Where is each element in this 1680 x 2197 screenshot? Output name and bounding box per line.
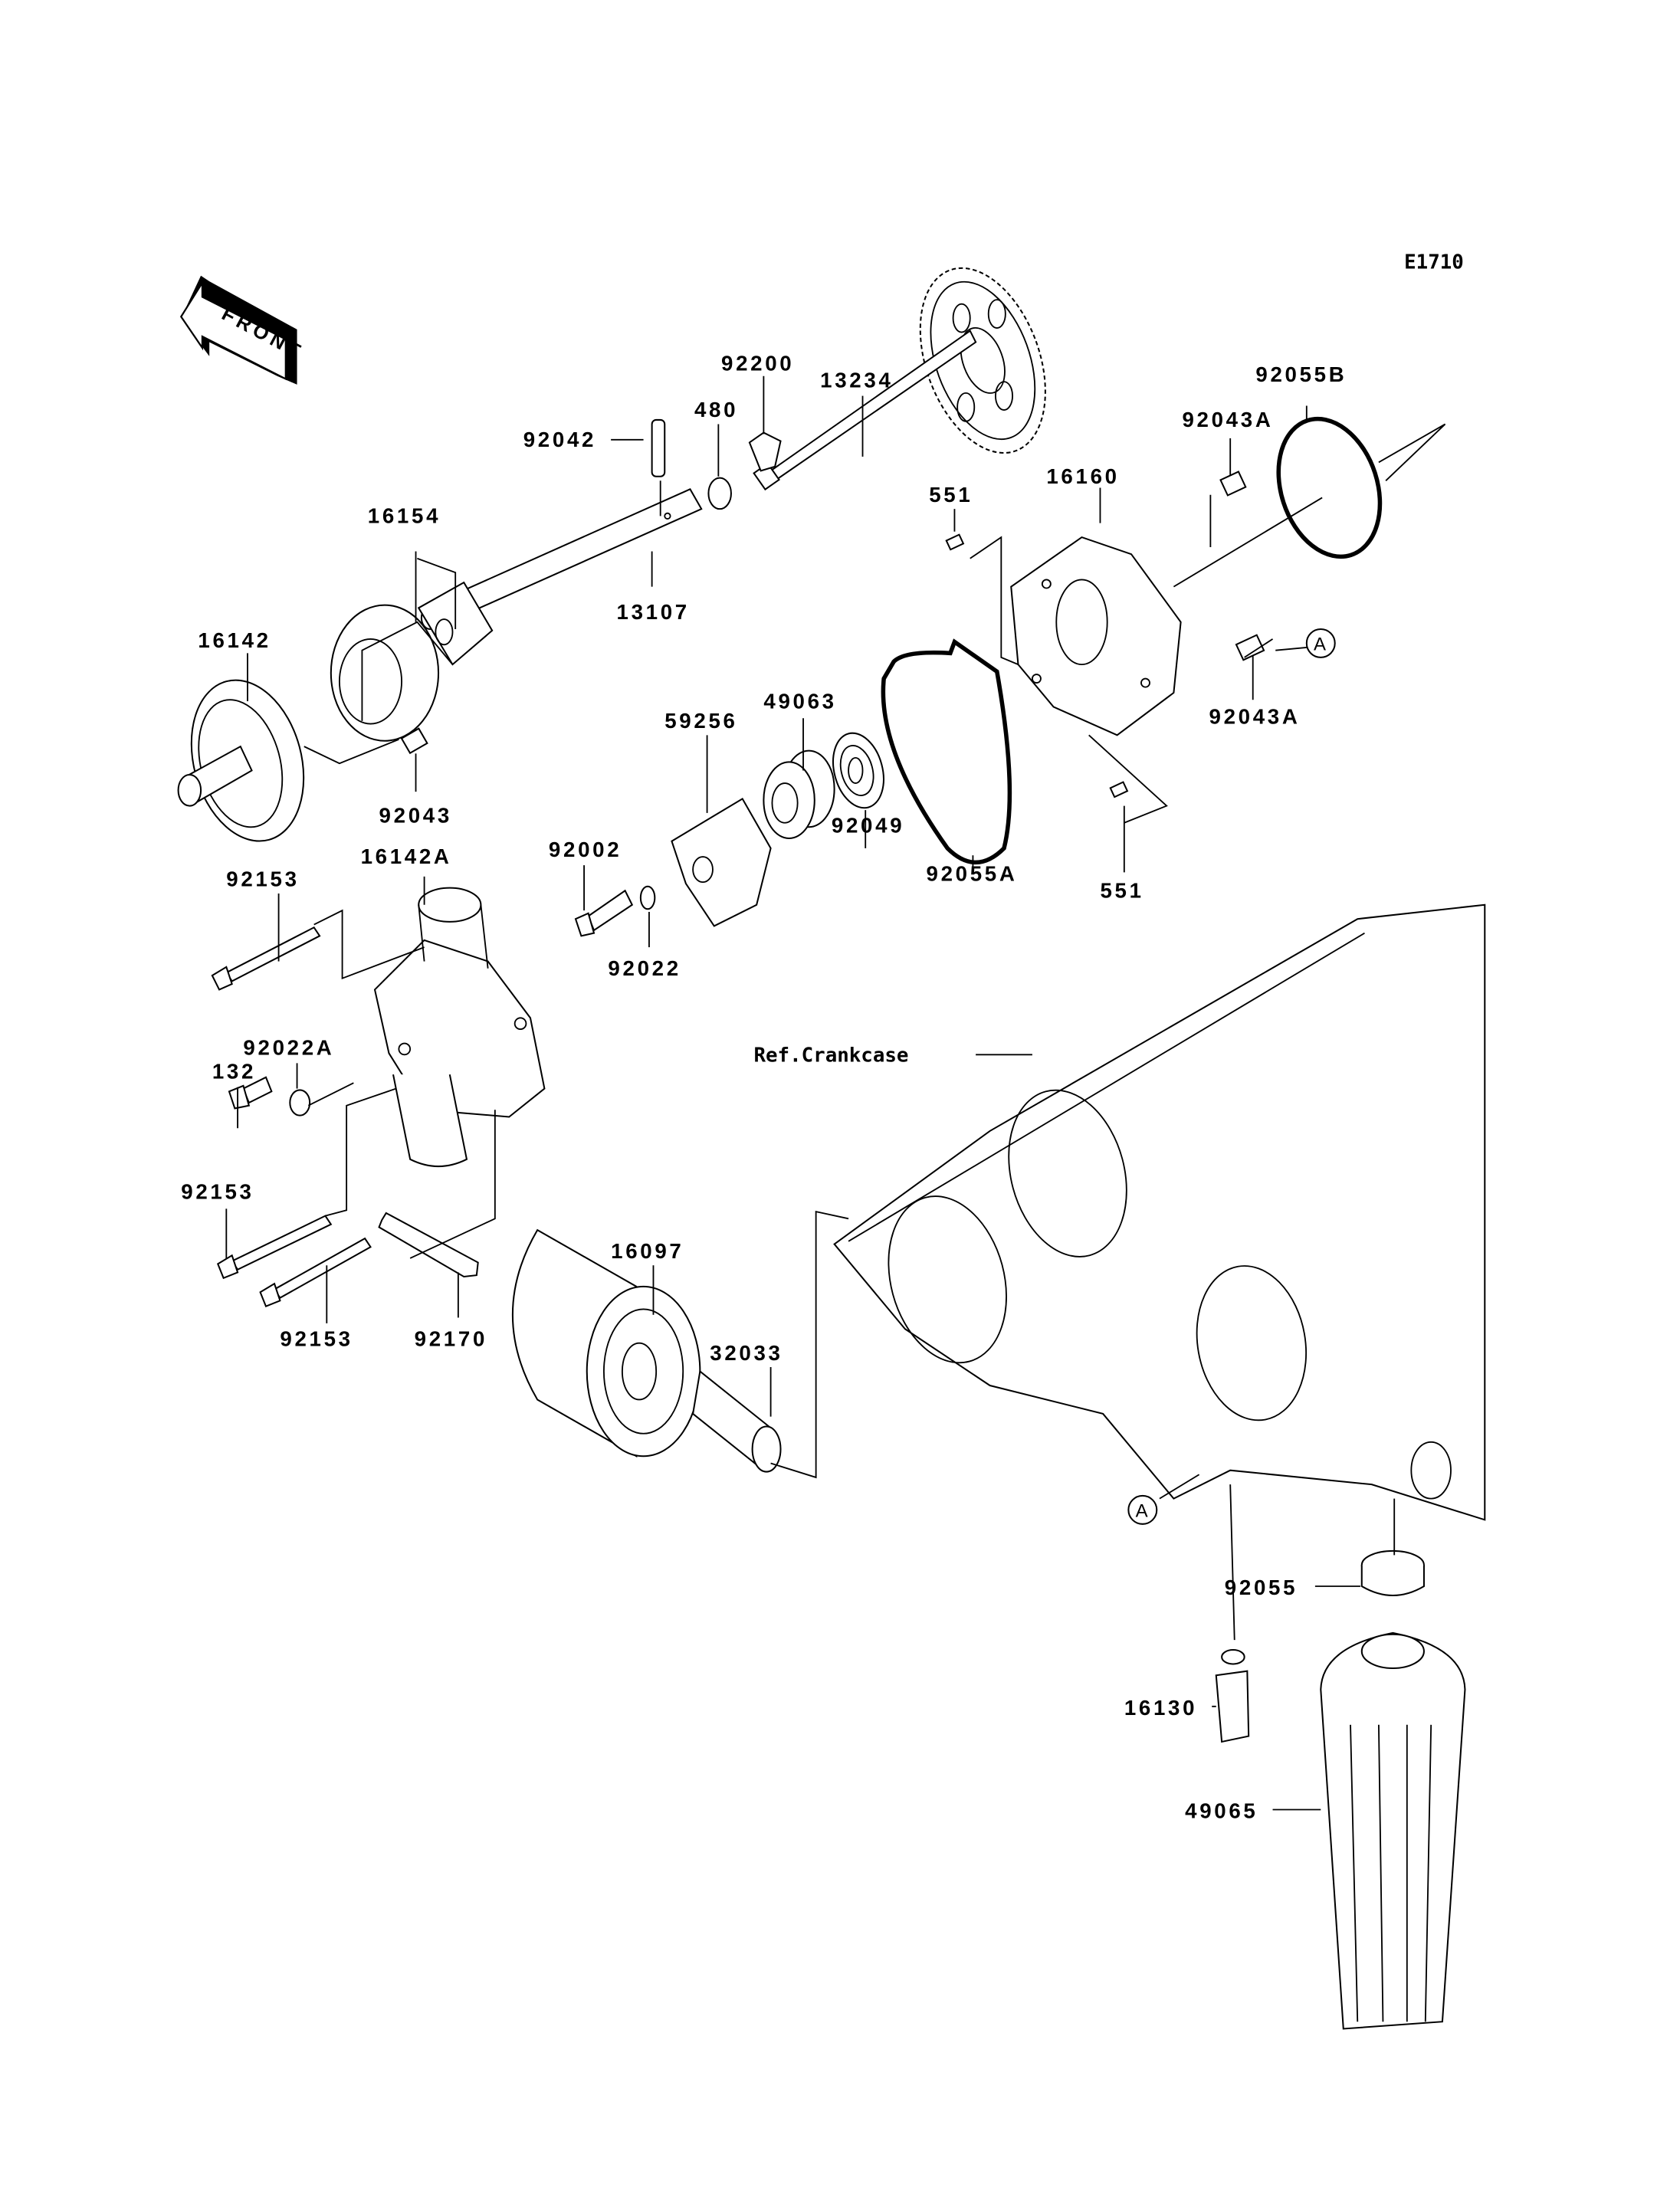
part-label-92042: 92042 bbox=[523, 428, 596, 451]
dowel-92043a-bottom bbox=[1235, 634, 1265, 661]
impeller-59256 bbox=[671, 797, 772, 927]
part-label-92055a: 92055A bbox=[927, 861, 1018, 885]
dowel-92043a-top bbox=[1219, 471, 1247, 497]
part-label-480: 480 bbox=[694, 398, 738, 421]
plug-92055 bbox=[1360, 1549, 1425, 1597]
part-label-16154: 16154 bbox=[368, 504, 441, 528]
part-label-16142a: 16142A bbox=[361, 844, 452, 868]
part-label-551-bottom: 551 bbox=[1100, 879, 1144, 903]
part-label-92153-middle: 92153 bbox=[181, 1179, 254, 1203]
pump-cover-16142a bbox=[373, 887, 546, 1167]
svg-text:A: A bbox=[1314, 635, 1326, 655]
rotor-16154 bbox=[330, 581, 494, 742]
part-label-92153-bottom: 92153 bbox=[280, 1326, 353, 1350]
pin-92042 bbox=[651, 418, 666, 477]
part-label-92200: 92200 bbox=[721, 351, 794, 375]
part-label-13107: 13107 bbox=[617, 600, 690, 624]
part-label-92022a: 92022A bbox=[243, 1035, 334, 1059]
part-label-92022: 92022 bbox=[608, 956, 681, 980]
bolt-132 bbox=[228, 1076, 273, 1110]
bolt-92153-middle bbox=[216, 1215, 333, 1280]
oil-filter-16097 bbox=[511, 1228, 701, 1458]
bolt-92002 bbox=[574, 889, 634, 937]
washer-92022 bbox=[639, 885, 656, 910]
part-label-92043a-bottom: 92043A bbox=[1209, 705, 1301, 729]
part-label-49065: 49065 bbox=[1185, 1799, 1258, 1823]
marker-a-top: A bbox=[1305, 628, 1336, 658]
dowel-551-top bbox=[945, 533, 965, 551]
part-label-16097: 16097 bbox=[611, 1239, 684, 1263]
bolt-92153-top bbox=[211, 926, 321, 991]
crankcase bbox=[833, 903, 1486, 1521]
fitting-16130 bbox=[1215, 1649, 1250, 1743]
circlip-480 bbox=[707, 477, 732, 510]
bolt-92153-bottom bbox=[259, 1237, 372, 1308]
gear-shaft-13234 bbox=[753, 267, 1046, 491]
part-label-92055b: 92055B bbox=[1255, 362, 1347, 386]
part-label-92002: 92002 bbox=[549, 838, 622, 861]
mech-seal-49063 bbox=[763, 749, 835, 840]
oring-92055b bbox=[1276, 416, 1383, 559]
part-label-92153-top: 92153 bbox=[226, 867, 299, 891]
part-label-16130: 16130 bbox=[1124, 1696, 1197, 1720]
strainer-49065 bbox=[1320, 1631, 1466, 2030]
pump-body-16142 bbox=[177, 679, 305, 842]
part-label-92170: 92170 bbox=[415, 1326, 487, 1350]
part-label-551-top: 551 bbox=[929, 483, 973, 507]
leader-lines bbox=[225, 375, 1396, 1811]
part-label-32033: 32033 bbox=[710, 1341, 783, 1365]
seal-92049 bbox=[832, 732, 884, 809]
part-label-49063: 49063 bbox=[763, 689, 836, 713]
diagram-code: E1710 bbox=[1404, 251, 1464, 274]
part-label-59256: 59256 bbox=[664, 709, 737, 733]
bracket-92200 bbox=[748, 431, 782, 472]
washer-92022a bbox=[289, 1089, 311, 1117]
fitting-32033 bbox=[692, 1369, 782, 1473]
dowel-92043 bbox=[400, 727, 428, 755]
part-label-16160: 16160 bbox=[1046, 464, 1119, 488]
front-arrow-icon: FRONT bbox=[179, 275, 307, 385]
part-label-92049: 92049 bbox=[832, 814, 904, 838]
cover-16160 bbox=[1010, 536, 1182, 736]
part-label-13234: 13234 bbox=[820, 369, 893, 392]
part-label-92055: 92055 bbox=[1225, 1576, 1298, 1599]
marker-a-bottom: A bbox=[1127, 1494, 1158, 1525]
gasket-92055a bbox=[881, 638, 1012, 865]
bracket-92170 bbox=[378, 1212, 479, 1278]
dowel-551-bottom bbox=[1109, 781, 1129, 798]
svg-text:A: A bbox=[1136, 1501, 1148, 1522]
part-label-92043: 92043 bbox=[379, 804, 452, 828]
part-label-92043a-top: 92043A bbox=[1182, 408, 1273, 431]
part-label-132: 132 bbox=[212, 1060, 256, 1084]
reference-crankcase-label: Ref.Crankcase bbox=[753, 1044, 908, 1067]
part-label-16142: 16142 bbox=[198, 628, 271, 652]
